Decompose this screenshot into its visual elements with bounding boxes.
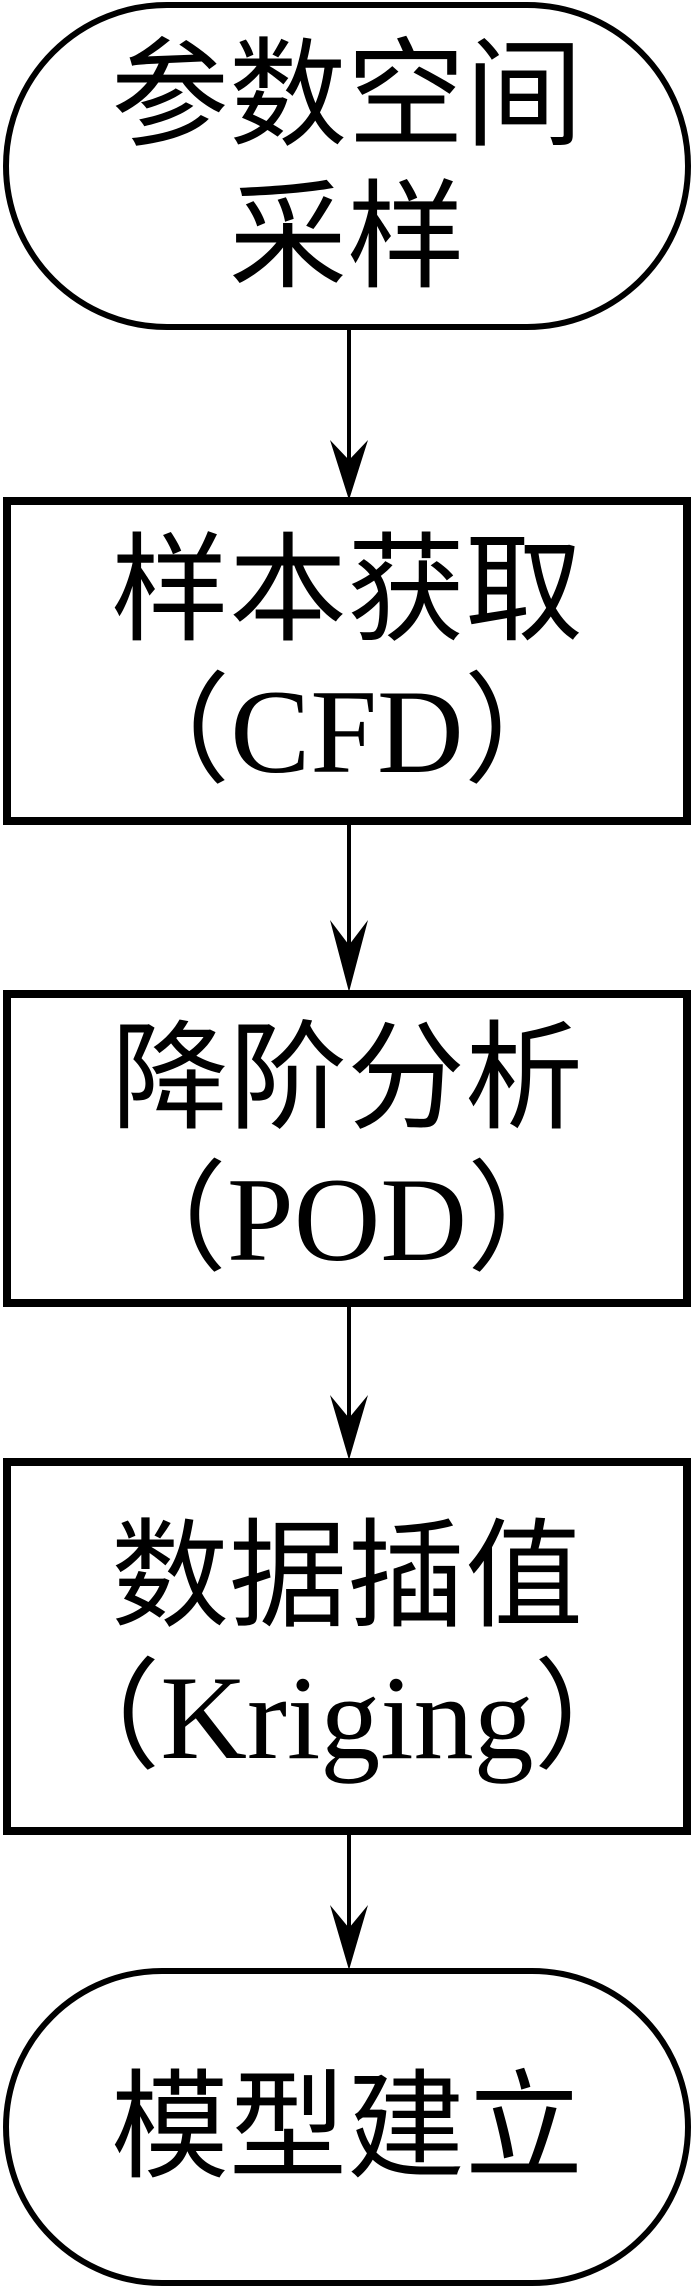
node-sublabel: （CFD） [110, 665, 584, 798]
process-reduction: 降阶分析 （POD） [3, 990, 691, 1307]
arrow-sampling-to-reduction [330, 823, 368, 992]
arrow-reduction-to-interpolation [330, 1305, 368, 1460]
node-sublabel: （POD） [106, 1152, 588, 1286]
terminal-start: 参数空间 采样 [3, 2, 691, 330]
process-sampling: 样本获取 （CFD） [3, 497, 691, 825]
node-label: 参数空间 [110, 26, 583, 164]
process-interpolation: 数据插值 （Kriging） [3, 1458, 691, 1835]
node-label: 采样 [228, 168, 465, 306]
node-label: 降阶分析 [110, 1008, 583, 1147]
node-sublabel: （Kriging） [40, 1650, 654, 1784]
node-label: 数据插值 [110, 1506, 583, 1645]
arrow-start-to-sampling [330, 328, 368, 500]
node-label: 模型建立 [110, 2058, 583, 2196]
node-label: 样本获取 [110, 521, 583, 659]
terminal-end: 模型建立 [3, 1968, 691, 2286]
arrow-interpolation-to-end [330, 1833, 368, 1970]
